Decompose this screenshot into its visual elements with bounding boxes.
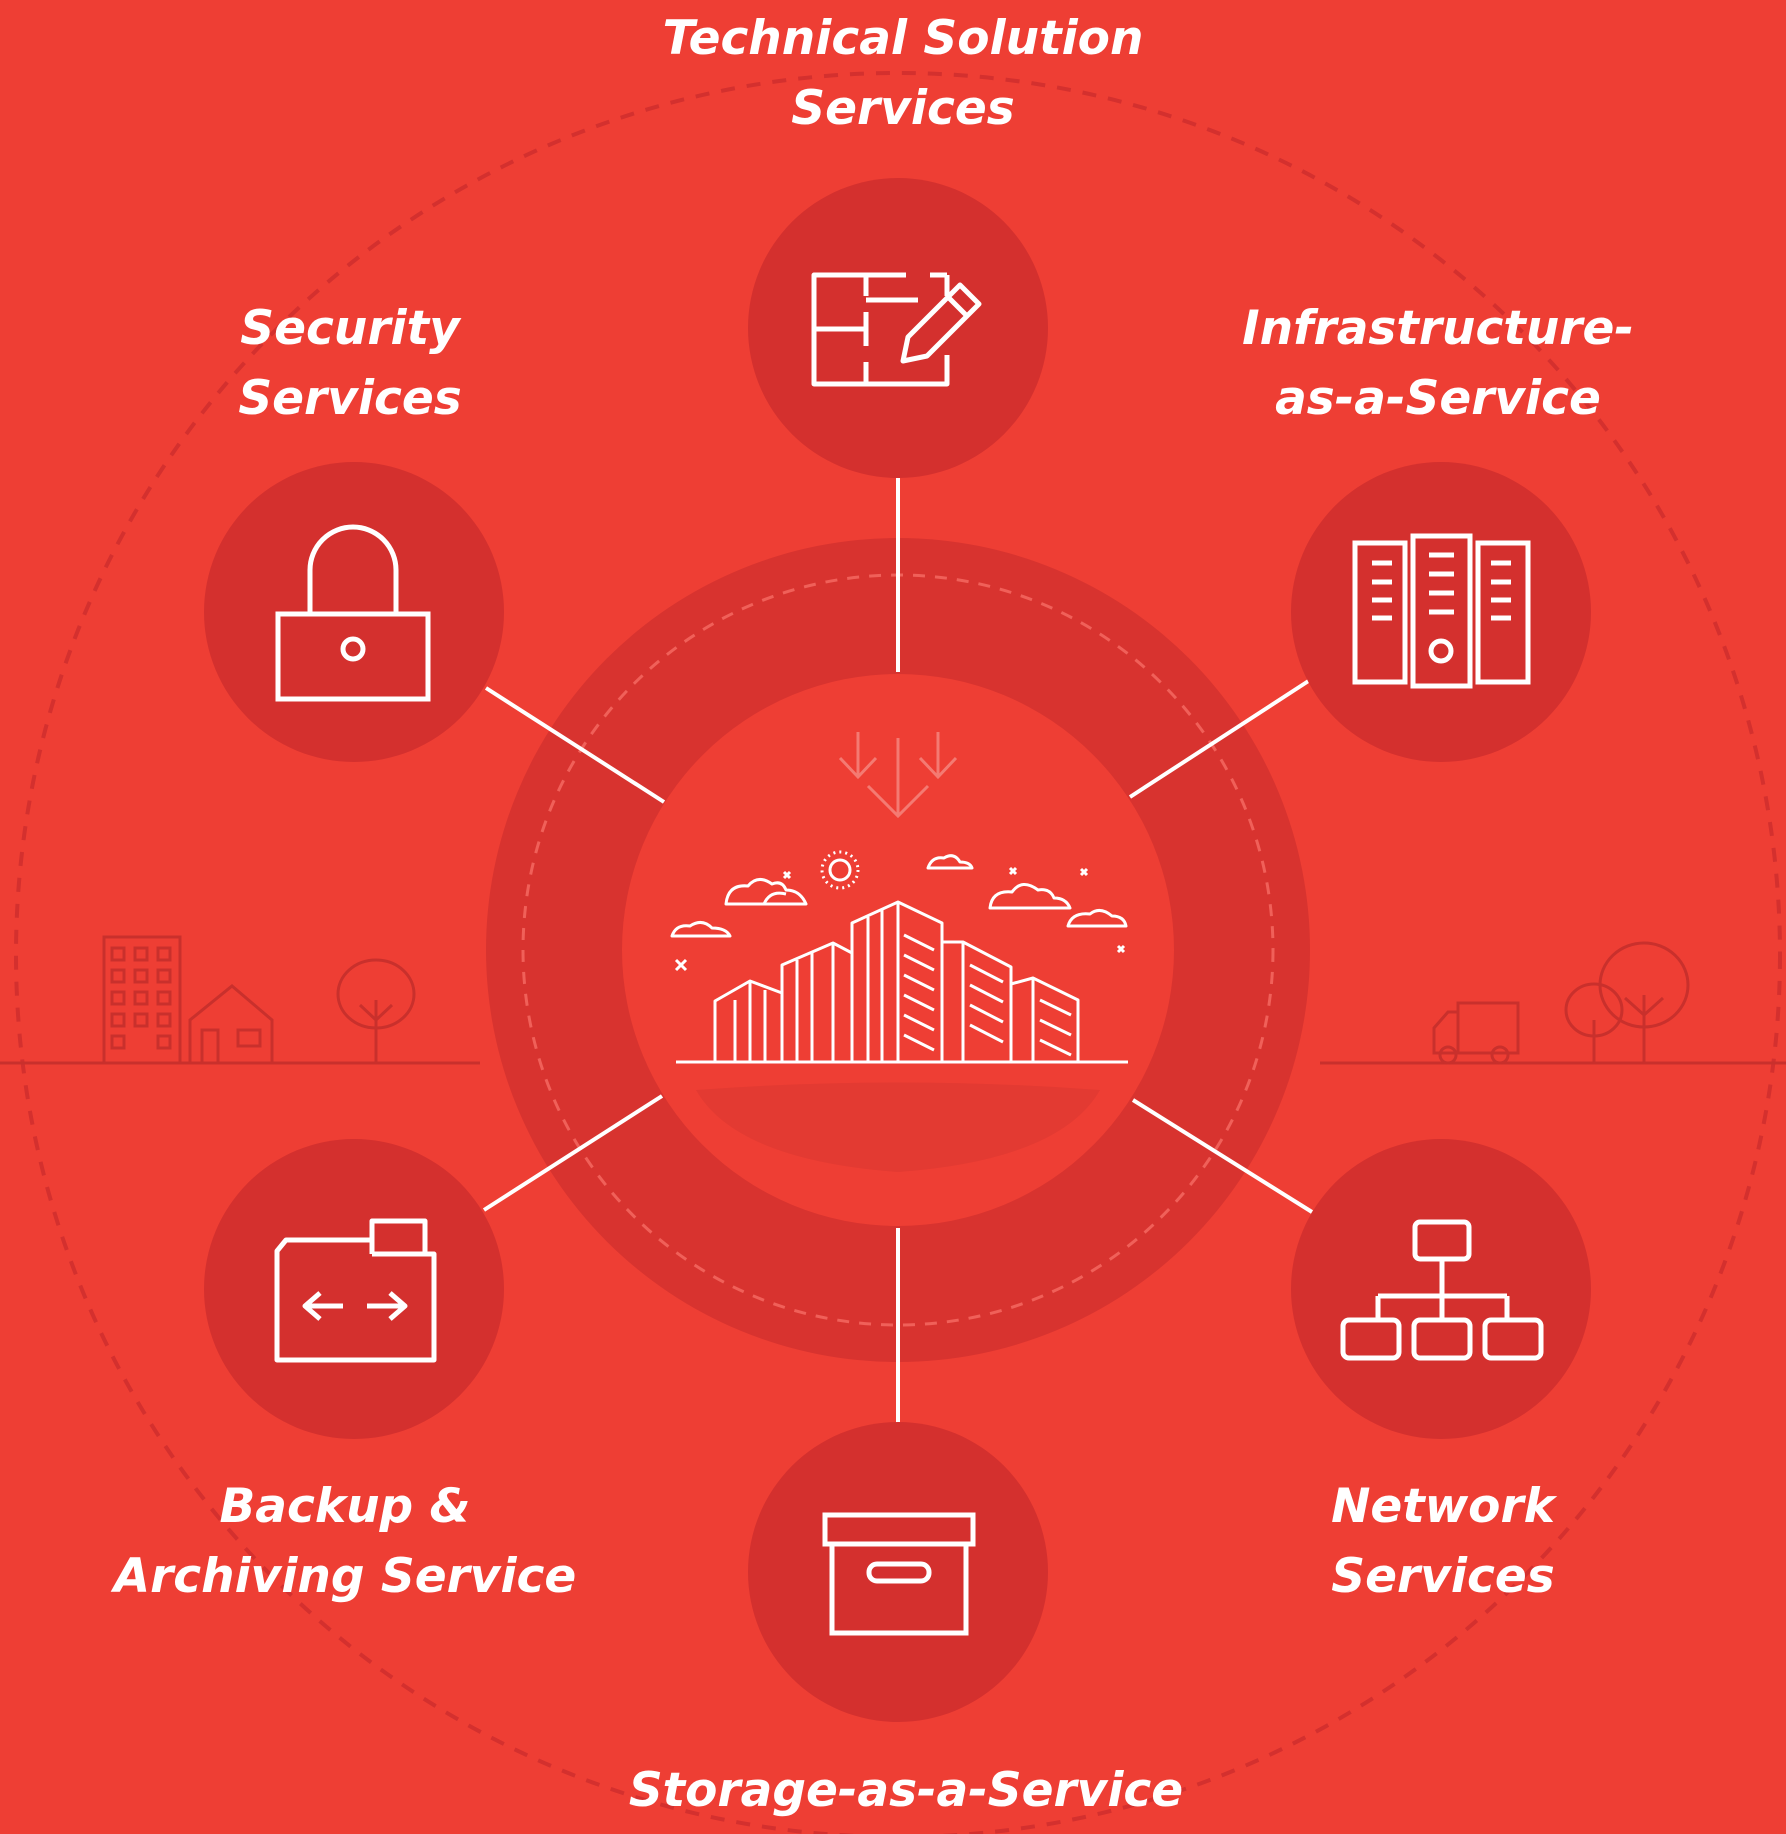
floorplan-pencil-icon <box>811 272 982 387</box>
storage-icon-circle <box>748 1422 1048 1722</box>
outer-dashed-ring <box>14 71 1782 1834</box>
label-network-services: Network Services <box>1331 1479 1555 1604</box>
label-infrastructure-as-a-service: Infrastructure- as-a-Service <box>1242 301 1634 426</box>
folder-arrows-icon <box>274 1218 437 1363</box>
archive-box-icon <box>822 1512 976 1636</box>
label-storage-as-a-service: Storage-as-a-Service <box>628 1763 1184 1818</box>
backup-icon-circle <box>204 1139 504 1439</box>
left-scenery <box>0 935 480 1065</box>
technical-icon-circle <box>748 178 1048 478</box>
city-buildings-icon <box>670 850 1128 1064</box>
right-scenery <box>1320 941 1786 1065</box>
server-rack-icon <box>1352 533 1531 689</box>
label-backup-archiving-service: Backup & Archiving Service <box>113 1479 577 1604</box>
network-hierarchy-icon <box>1340 1219 1544 1361</box>
download-arrows-icon <box>838 732 958 819</box>
label-security-services: Security Services <box>238 301 462 426</box>
label-technical-solution-services: Technical Solution Services <box>662 11 1144 136</box>
center-ground-shadow <box>696 1082 1100 1172</box>
connector-lines <box>482 478 1314 1424</box>
padlock-icon <box>275 524 431 702</box>
